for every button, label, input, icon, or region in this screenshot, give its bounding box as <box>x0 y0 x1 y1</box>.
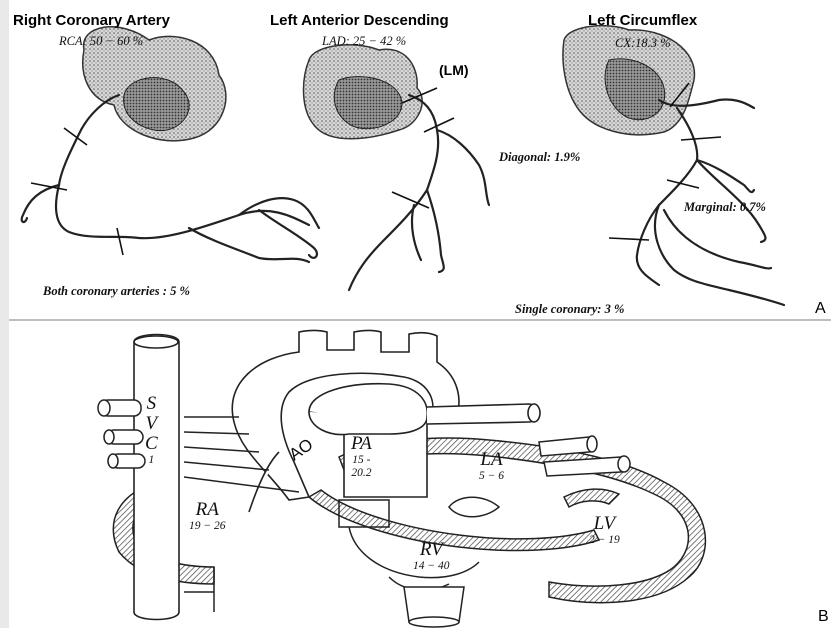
panel-divider <box>9 319 831 321</box>
diagonal-label: Diagonal: 1.9% <box>499 150 580 165</box>
svc-letter-c: C <box>145 434 158 454</box>
lv-label: LV 2 − 19 <box>589 514 620 547</box>
both-coronary-label: Both coronary arteries : 5 % <box>43 284 190 299</box>
descending-vessel <box>404 587 464 627</box>
left-margin-strip <box>0 0 9 628</box>
lad-heart-sketch <box>304 45 423 139</box>
right-pulmonary-veins <box>98 400 145 468</box>
rca-percentage-label: RCA: 50 − 60 % <box>59 34 143 49</box>
svc-value: 1 <box>145 454 158 467</box>
single-coronary-label: Single coronary: 3 % <box>515 302 624 317</box>
rv-label: RV 14 − 40 <box>413 540 450 573</box>
cx-percentage-label: CX:18.3 % <box>615 36 671 51</box>
vena-cava <box>134 335 179 620</box>
panel-a-letter: A <box>815 300 826 318</box>
panel-b-heart-chambers: S V C 1 AO PA 15 - 20.2 LA 5 − 6 RA 19 −… <box>9 322 831 628</box>
marginal-label: Marginal: 0.7% <box>684 200 766 215</box>
lad-percentage-label: LAD: 25 − 42 % <box>322 34 406 49</box>
rca-title: Right Coronary Artery <box>13 12 170 29</box>
svc-label: S V C 1 <box>145 394 158 467</box>
pa-label: PA 15 - 20.2 <box>351 434 372 480</box>
panel-b-letter: B <box>818 608 829 626</box>
panel-b-artwork <box>9 322 831 628</box>
cx-title: Left Circumflex <box>588 12 697 29</box>
ra-label: RA 19 − 26 <box>189 500 226 533</box>
left-main-label: (LM) <box>439 62 469 78</box>
panel-a-coronary-arteries: Right Coronary Artery Left Anterior Desc… <box>9 0 831 320</box>
svc-letter-s: S <box>145 394 158 414</box>
la-label: LA 5 − 6 <box>479 450 504 483</box>
lad-title: Left Anterior Descending <box>270 12 449 29</box>
pulmonary-artery <box>309 384 540 497</box>
svc-letter-v: V <box>145 414 158 434</box>
